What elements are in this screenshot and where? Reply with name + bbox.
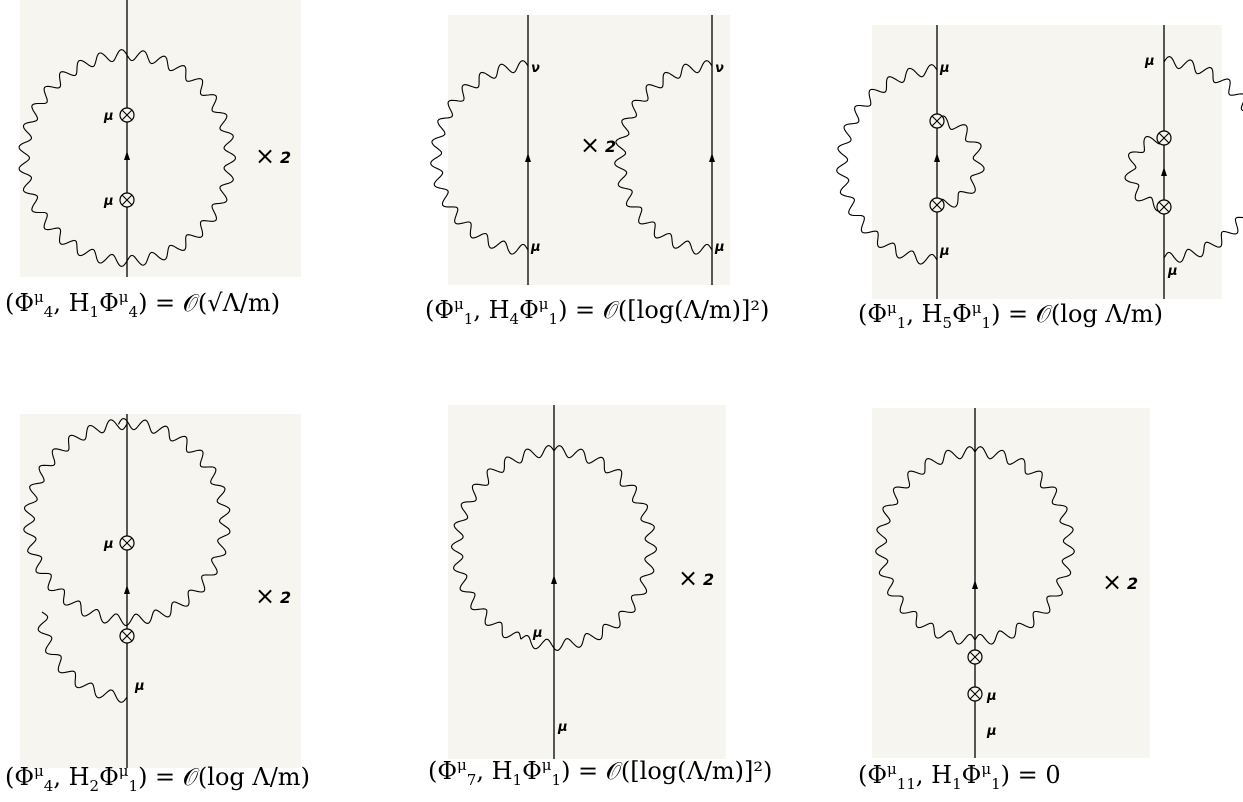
diagram-6-panel [872,408,1150,758]
mu-label: μ [986,689,997,704]
arrow-icon [1161,167,1167,176]
photon-loop [23,418,231,627]
diagram-2-panel [448,15,730,285]
multiplicity-number: 2 [1127,574,1138,593]
photon-outer-arc [1163,56,1243,263]
arrow-icon [525,153,531,162]
mu-label: μ [986,724,997,739]
multiplicity-label: ×2 [255,142,291,170]
photon-outer-arc [836,64,938,265]
caption-d2: (Φμ1, H4Φμ1) = 𝒪([log(Λ/m)]²) [425,295,770,328]
mu-label: μ [103,194,114,209]
vertex-cross-icon [967,649,983,665]
mu-label: μ [530,240,541,255]
mu-label: μ [134,679,145,694]
vertex-cross-icon [1156,199,1172,215]
multiplicity-number: 2 [280,588,291,607]
vertex-cross-icon [119,628,135,644]
mu-label: μ [1167,264,1178,279]
nu-label: ν [531,61,540,76]
photon-loop [974,446,1075,645]
vertex-cross-icon [119,107,135,123]
caption-d6: (Φμ11, H1Φμ1) = 0 [858,760,1061,793]
photon-loop [450,445,555,640]
times-icon: × [255,142,275,170]
diagram-4-panel [20,414,301,768]
vertex-cross-icon [967,686,983,702]
arrow-icon [934,153,940,162]
arrow-icon [551,575,557,584]
times-icon: × [678,564,698,592]
multiplicity-label: ×2 [580,131,616,159]
mu-label: μ [532,626,543,641]
multiplicity-number: 2 [703,570,714,589]
mu-label: μ [1144,54,1155,69]
mu-label: μ [939,61,950,76]
vertex-cross-icon [1156,130,1172,146]
photon-loop [520,445,658,651]
photon-loop [18,49,237,267]
times-icon: × [1102,568,1122,596]
multiplicity-label: ×2 [678,564,714,592]
photon-arc [37,611,128,703]
photon-loop [875,446,976,645]
caption-d3: (Φμ1, H5Φμ1) = 𝒪(log Λ/m) [858,299,1163,332]
arrow-icon [124,585,130,594]
caption-d4: (Φμ4, H2Φμ1) = 𝒪(log Λ/m) [5,762,310,795]
multiplicity-label: ×2 [1102,568,1138,596]
times-icon: × [580,131,600,159]
caption-d1: (Φμ4, H1Φμ4) = 𝒪(√Λ/m) [5,288,281,321]
mu-label: μ [557,720,568,735]
arrow-icon [972,580,978,589]
arrow-icon [124,151,130,160]
caption-d5: (Φμ7, H1Φμ1) = 𝒪([log(Λ/m)]²) [428,756,773,789]
vertex-cross-icon [929,113,945,129]
vertex-cross-icon [929,197,945,213]
nu-label: ν [715,61,724,76]
photon-half-loop [430,60,529,255]
mu-label: μ [939,244,950,259]
photon-inner-arc [936,115,985,208]
vertex-cross-icon [119,535,135,551]
arrow-icon [709,153,715,162]
vertex-cross-icon [119,192,135,208]
mu-label: μ [103,109,114,124]
photon-inner-arc [1124,135,1165,212]
mu-label: μ [103,537,114,552]
multiplicity-label: ×2 [255,582,291,610]
diagram-1-panel [20,0,301,277]
multiplicity-number: 2 [605,137,616,156]
times-icon: × [255,582,275,610]
mu-label: μ [714,240,725,255]
diagram-5-panel [448,405,726,759]
photon-half-loop [614,60,713,255]
multiplicity-number: 2 [280,148,291,167]
